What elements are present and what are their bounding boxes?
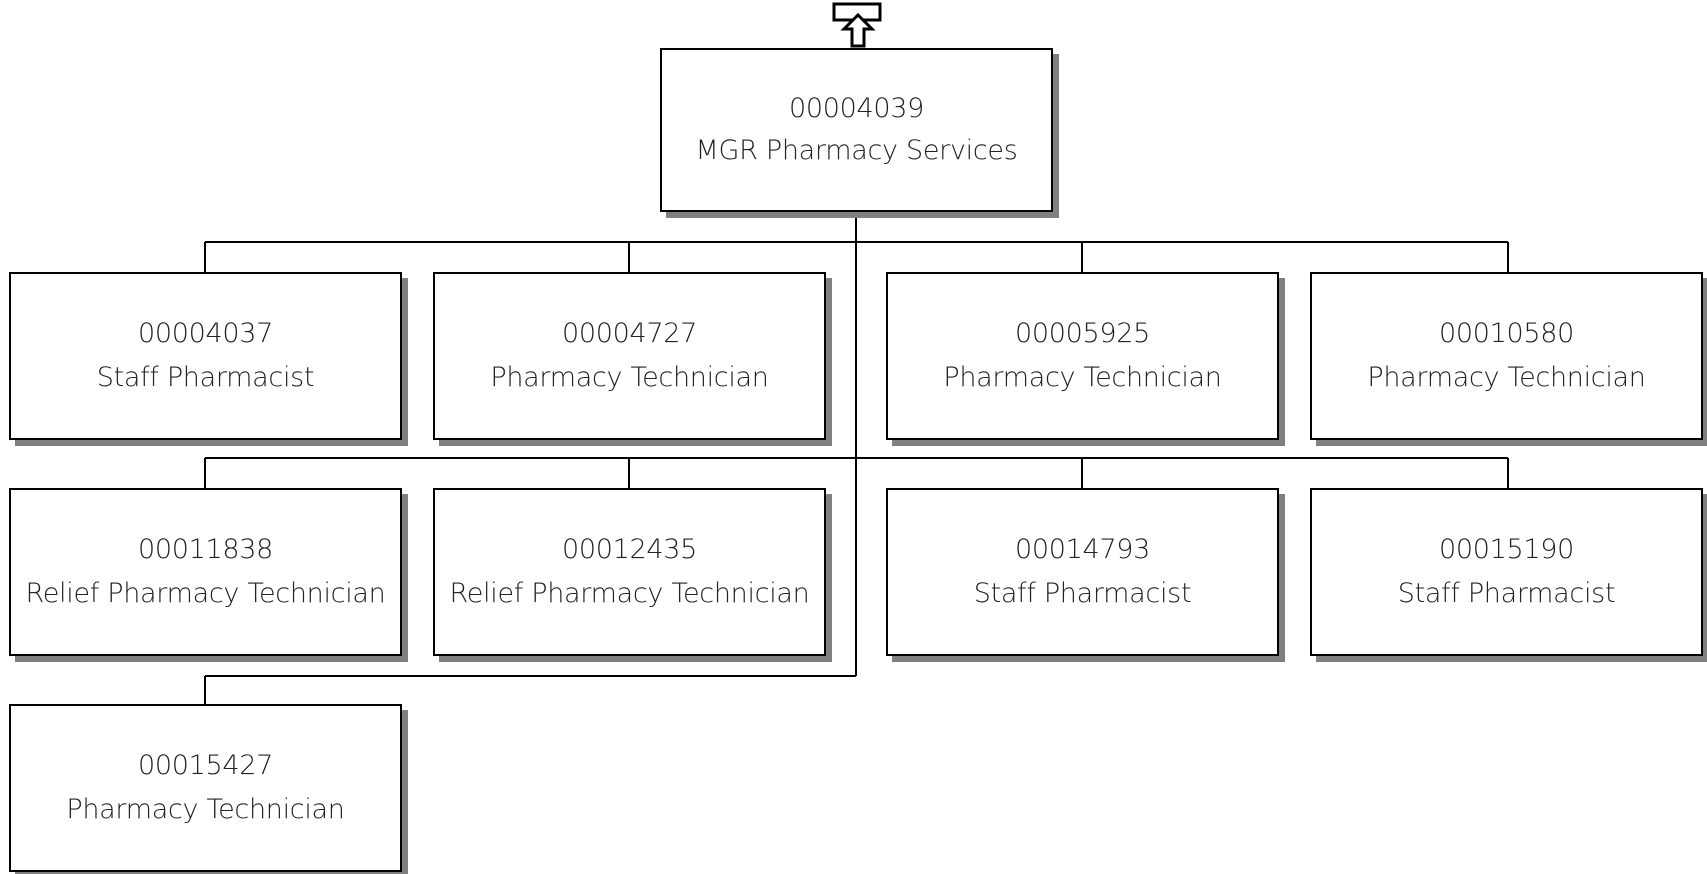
org-node[interactable]: 00005925 Pharmacy Technician bbox=[886, 272, 1279, 440]
org-node[interactable]: 00015190 Staff Pharmacist bbox=[1310, 488, 1703, 656]
position-title: Staff Pharmacist bbox=[973, 578, 1192, 609]
org-node[interactable]: 00010580 Pharmacy Technician bbox=[1310, 272, 1703, 440]
org-node[interactable]: 00011838 Relief Pharmacy Technician bbox=[9, 488, 402, 656]
position-id: 00005925 bbox=[1014, 318, 1151, 349]
position-id: 00004037 bbox=[137, 318, 274, 349]
position-title: Pharmacy Technician bbox=[66, 794, 345, 825]
position-id: 00010580 bbox=[1438, 318, 1575, 349]
position-title: Pharmacy Technician bbox=[943, 362, 1222, 393]
position-title: Pharmacy Technician bbox=[1367, 362, 1646, 393]
org-node[interactable]: 00004727 Pharmacy Technician bbox=[433, 272, 826, 440]
position-title: Staff Pharmacist bbox=[96, 362, 315, 393]
position-id: 00011838 bbox=[137, 534, 274, 565]
position-id: 00015190 bbox=[1438, 534, 1575, 565]
position-id: 00004727 bbox=[561, 318, 698, 349]
position-id: 00012435 bbox=[561, 534, 698, 565]
org-node[interactable]: 00015427 Pharmacy Technician bbox=[9, 704, 402, 872]
org-node[interactable]: 00014793 Staff Pharmacist bbox=[886, 488, 1279, 656]
position-title: Staff Pharmacist bbox=[1397, 578, 1616, 609]
position-title: Relief Pharmacy Technician bbox=[449, 578, 810, 609]
position-id: 00014793 bbox=[1014, 534, 1151, 565]
up-arrow-icon[interactable] bbox=[832, 2, 884, 50]
position-id: 00015427 bbox=[137, 750, 274, 781]
position-title: Relief Pharmacy Technician bbox=[25, 578, 386, 609]
position-title: Pharmacy Technician bbox=[490, 362, 769, 393]
org-node[interactable]: 00004037 Staff Pharmacist bbox=[9, 272, 402, 440]
org-node-root[interactable]: 00004039 MGR Pharmacy Services bbox=[660, 48, 1053, 212]
position-title: MGR Pharmacy Services bbox=[695, 135, 1018, 166]
position-id: 00004039 bbox=[788, 93, 925, 124]
org-node[interactable]: 00012435 Relief Pharmacy Technician bbox=[433, 488, 826, 656]
